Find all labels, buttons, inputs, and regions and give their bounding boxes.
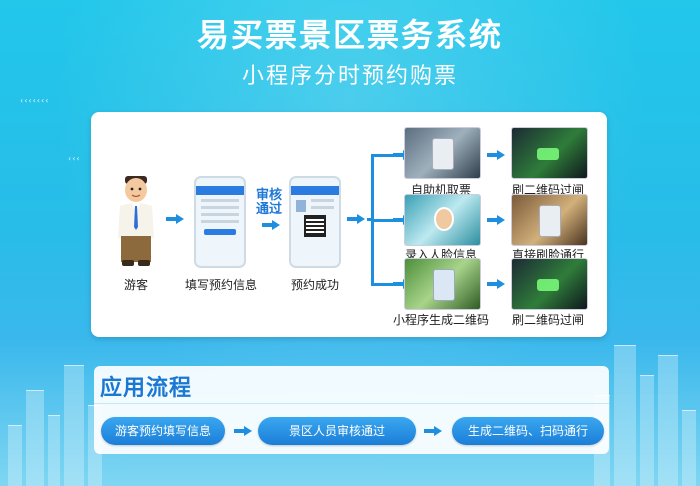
section-divider (94, 403, 609, 404)
decorative-dots: ‹‹‹‹‹‹‹ (20, 96, 50, 105)
process-step-1: 游客预约填写信息 (101, 417, 225, 445)
gate-scan-photo (511, 258, 588, 310)
decorative-dots: ‹‹‹ (68, 154, 81, 163)
branch-entry-label: 自助机取票 (410, 183, 471, 197)
arrow-right-icon (424, 426, 442, 436)
kiosk-photo (404, 127, 481, 179)
branch-connector (371, 219, 397, 222)
phone-qrcode-illustration (289, 176, 341, 268)
arrow-right-icon (487, 150, 505, 160)
arrow-right-icon (234, 426, 252, 436)
branch-connector (371, 154, 397, 157)
page-subtitle: 小程序分时预约购票 (241, 64, 458, 89)
arrow-right-icon (347, 214, 365, 224)
review-pass-label: 审核通过 (255, 188, 282, 217)
visitor-label: 游客 (123, 278, 148, 292)
process-step-2: 景区人员审核通过 (258, 417, 416, 445)
visitor-icon (118, 176, 154, 266)
face-capture-photo (404, 194, 481, 246)
phone-form-illustration (194, 176, 246, 268)
arrow-right-icon (166, 214, 184, 224)
branch-entry-label: 小程序生成二维码 (392, 313, 489, 327)
page-title: 易买票景区票务系统 (196, 16, 503, 54)
gate-scan-photo (511, 127, 588, 179)
miniprogram-qr-photo (404, 258, 481, 310)
process-step-3: 生成二维码、扫码通行 (452, 417, 604, 445)
arrow-right-icon (487, 215, 505, 225)
arrow-right-icon (262, 220, 280, 230)
booking-success-label: 预约成功 (290, 278, 339, 292)
branch-result-label: 刷二维码过闸 (511, 313, 584, 327)
fill-info-label: 填写预约信息 (184, 278, 257, 292)
branch-result-label: 刷二维码过闸 (511, 183, 584, 197)
branch-connector (371, 283, 397, 286)
branch-connector (367, 218, 373, 221)
process-title: 应用流程 (100, 376, 193, 401)
arrow-right-icon (487, 279, 505, 289)
face-gate-photo (511, 194, 588, 246)
